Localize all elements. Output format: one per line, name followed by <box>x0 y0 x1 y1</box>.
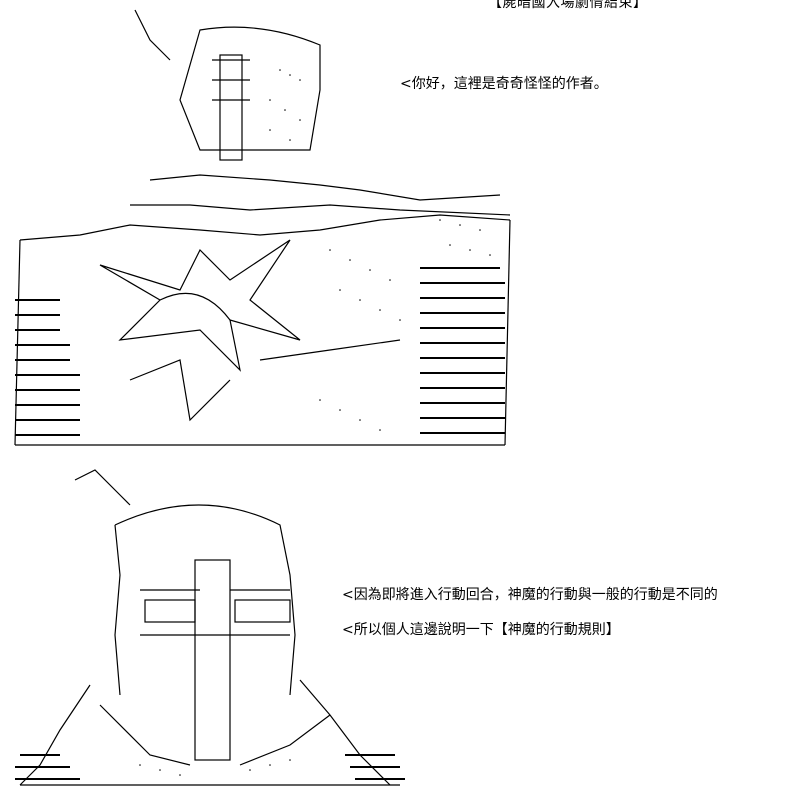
dialogue-line-3: <所以個人這邊說明一下【神魔的行動規則】 <box>342 622 620 638</box>
header-title: 【屍暗國入場劇情結束】 <box>488 0 648 11</box>
knight-figure-bottom-drawing <box>15 469 405 786</box>
knight-figure-top <box>0 0 520 460</box>
dialogue-line-1: <你好，這裡是奇奇怪怪的作者。 <box>400 76 608 92</box>
knight-figure-top-drawing <box>14 9 511 446</box>
knight-figure-bottom <box>0 465 420 795</box>
dialogue-line-2: <因為即將進入行動回合，神魔的行動與一般的行動是不同的 <box>342 587 718 603</box>
